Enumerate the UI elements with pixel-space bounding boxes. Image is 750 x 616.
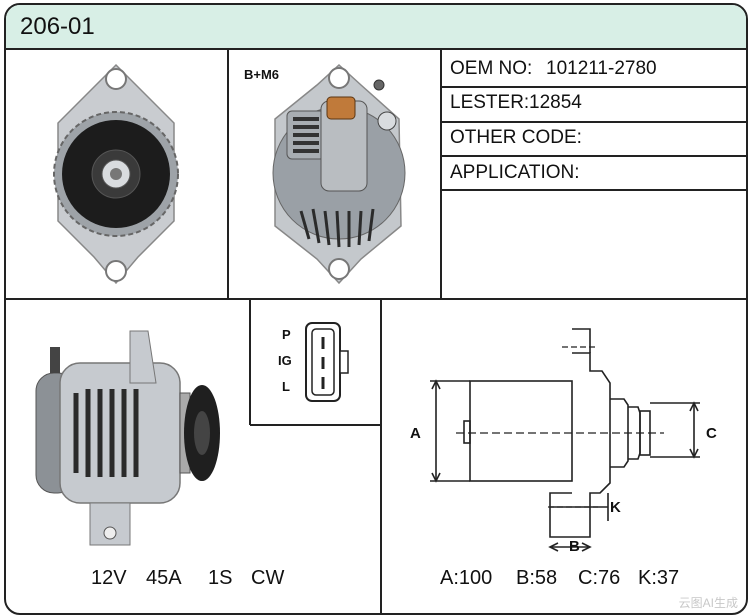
dimension-label-a: A [410, 425, 421, 442]
dimension-c: C:76 [578, 567, 621, 589]
alternator-side-view [35, 330, 220, 546]
dimension-a: A:100 [440, 567, 493, 589]
header-bar: 206-01 [6, 5, 746, 50]
divider-bottom-2 [380, 299, 382, 613]
divider-info-4 [441, 189, 746, 191]
pin-label-p: P [282, 327, 291, 342]
spec-rotation: CW [251, 567, 285, 589]
dimension-b: B:58 [516, 567, 558, 589]
lester-label: LESTER: [450, 92, 530, 113]
lester-value: 12854 [529, 92, 582, 113]
spec-amperage: 45A [146, 567, 182, 589]
dimension-label-k: K [610, 499, 621, 516]
alternator-rear-view [272, 63, 406, 285]
divider-connector [250, 424, 381, 426]
divider-top-1 [227, 48, 229, 299]
pin-label-ig: IG [278, 353, 292, 368]
divider-info-3 [441, 155, 746, 157]
spec-sheet: 206-01 OEM NO: 101211-2780 LESTER: 12854… [4, 3, 748, 615]
dimension-label-c: C [706, 425, 717, 442]
watermark: 云图AI生成 [678, 596, 738, 610]
connector-diagram [305, 322, 349, 402]
divider-info-2 [441, 121, 746, 123]
divider-bottom-1 [249, 299, 251, 425]
alternator-front-view [53, 63, 179, 285]
divider-info-1 [441, 86, 746, 88]
divider-middle [6, 298, 746, 300]
spec-groove: 1S [208, 567, 233, 589]
dimension-k: K:37 [638, 567, 680, 589]
oem-value: 101211-2780 [546, 58, 657, 79]
application-label: APPLICATION: [450, 162, 580, 183]
pin-label-l: L [282, 379, 290, 394]
other-code-label: OTHER CODE: [450, 127, 582, 148]
dimension-label-b: B [569, 538, 580, 555]
model-number: 206-01 [20, 13, 95, 40]
spec-voltage: 12V [91, 567, 127, 589]
divider-top-2 [440, 48, 442, 299]
oem-label: OEM NO: [450, 58, 533, 79]
dimension-drawing [430, 328, 700, 552]
terminal-label: B+M6 [244, 67, 280, 82]
